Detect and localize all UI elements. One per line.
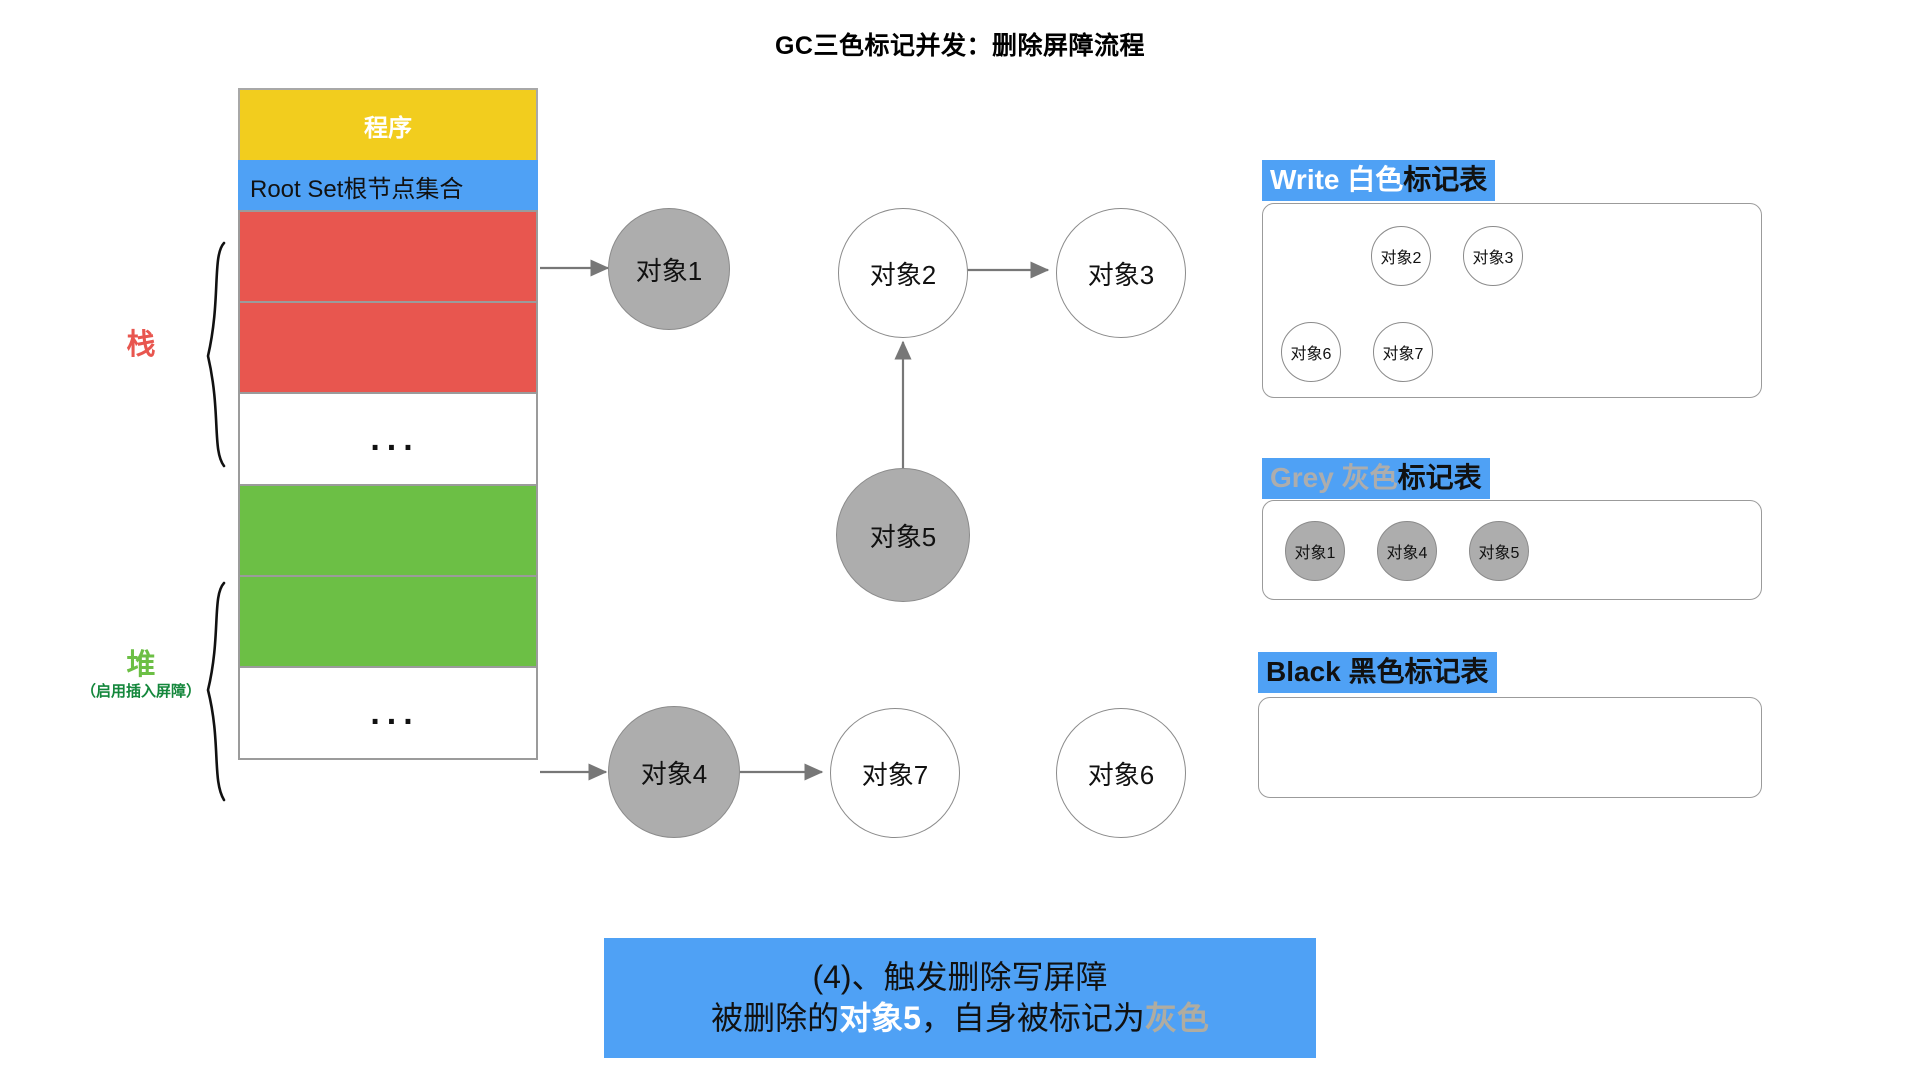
black-table-body: [1258, 697, 1762, 798]
node-obj2-label: 对象2: [869, 259, 937, 290]
page-title: GC三色标记并发：删除屏障流程: [774, 32, 1145, 60]
stack-slot-1: [238, 210, 538, 303]
node-obj6[interactable]: 对象6: [1056, 708, 1186, 838]
grey-chip-1[interactable]: 对象4: [1377, 521, 1437, 581]
node-obj6-label: 对象6: [1087, 759, 1155, 790]
node-obj4[interactable]: 对象4: [608, 706, 740, 838]
node-obj5[interactable]: 对象5: [836, 468, 970, 602]
grey-table-header: Grey 灰色标记表: [1262, 458, 1490, 499]
root-set-label: Root Set根节点集合: [250, 175, 464, 203]
white-chip-1-label: 对象3: [1472, 250, 1514, 267]
heap-slot-2: [238, 575, 538, 668]
node-obj2[interactable]: 对象2: [838, 208, 968, 338]
root-set-block: Root Set根节点集合: [238, 160, 538, 212]
program-label: 程序: [364, 114, 412, 142]
white-table-header-en: Write: [1270, 164, 1340, 195]
ellipsis-label: ...: [370, 420, 420, 458]
grey-chip-0[interactable]: 对象1: [1285, 521, 1345, 581]
heap-label-group: 堆 （启用插入屏障）: [26, 649, 256, 701]
heap-slot-1: [238, 484, 538, 577]
black-table-header: Black 黑色标记表: [1258, 652, 1497, 693]
node-obj7[interactable]: 对象7: [830, 708, 960, 838]
caption-line2-gray: 灰色: [1144, 1000, 1209, 1036]
stack-label-group: 栈: [86, 329, 196, 362]
node-obj1[interactable]: 对象1: [608, 208, 730, 330]
white-chip-3[interactable]: 对象7: [1373, 322, 1433, 382]
white-table-header: Write 白色标记表: [1262, 160, 1496, 201]
heap-ellipsis-slot: ...: [238, 666, 538, 760]
black-table-header-zh: 黑色: [1340, 656, 1405, 687]
caption-line-2: 被删除的对象5，自身被标记为灰色: [711, 998, 1209, 1039]
black-table-header-en: Black: [1266, 656, 1341, 687]
node-obj3-label: 对象3: [1087, 259, 1155, 290]
stack-slot-2: [238, 301, 538, 394]
caption-line2-prefix: 被删除的: [711, 1000, 840, 1036]
caption-line2-mid: ，自身被标记为: [920, 1000, 1145, 1036]
stack-label: 栈: [126, 329, 156, 361]
grey-chip-1-label: 对象4: [1386, 545, 1428, 562]
node-obj3[interactable]: 对象3: [1056, 208, 1186, 338]
white-table-header-zh: 白色: [1339, 164, 1404, 195]
white-chip-2-label: 对象6: [1290, 346, 1332, 363]
program-block: 程序: [238, 88, 538, 162]
white-chip-0-label: 对象2: [1380, 250, 1422, 267]
grey-table-header-zh: 灰色: [1333, 462, 1398, 493]
node-obj5-label: 对象5: [869, 521, 937, 552]
white-chip-1[interactable]: 对象3: [1463, 226, 1523, 286]
white-table-body: 对象2 对象3 对象6 对象7: [1262, 203, 1762, 398]
heap-label: 堆: [126, 649, 156, 681]
white-table-header-tail: 标记表: [1403, 164, 1488, 195]
memory-column: 程序 Root Set根节点集合 ... ...: [238, 88, 538, 760]
caption-banner: (4)、触发删除写屏障 被删除的对象5，自身被标记为灰色: [604, 938, 1316, 1058]
caption-line-1: (4)、触发删除写屏障: [812, 959, 1108, 996]
grey-table-body: 对象1 对象4 对象5: [1262, 500, 1762, 600]
grey-chip-2-label: 对象5: [1478, 545, 1520, 562]
grey-table-header-en: Grey: [1270, 462, 1334, 493]
caption-line2-bold: 对象5: [839, 1000, 921, 1036]
white-chip-3-label: 对象7: [1382, 346, 1424, 363]
white-chip-0[interactable]: 对象2: [1371, 226, 1431, 286]
node-obj1-label: 对象1: [635, 255, 703, 286]
heap-sublabel: （启用插入屏障）: [80, 682, 201, 700]
white-chip-2[interactable]: 对象6: [1281, 322, 1341, 382]
grey-chip-2[interactable]: 对象5: [1469, 521, 1529, 581]
node-obj4-label: 对象4: [640, 758, 708, 789]
node-obj7-label: 对象7: [861, 759, 929, 790]
grey-table-header-tail: 标记表: [1397, 462, 1482, 493]
ellipsis-label-2: ...: [370, 694, 420, 732]
black-table-header-tail: 标记表: [1404, 656, 1489, 687]
grey-chip-0-label: 对象1: [1294, 545, 1336, 562]
stack-ellipsis-slot: ...: [238, 392, 538, 486]
